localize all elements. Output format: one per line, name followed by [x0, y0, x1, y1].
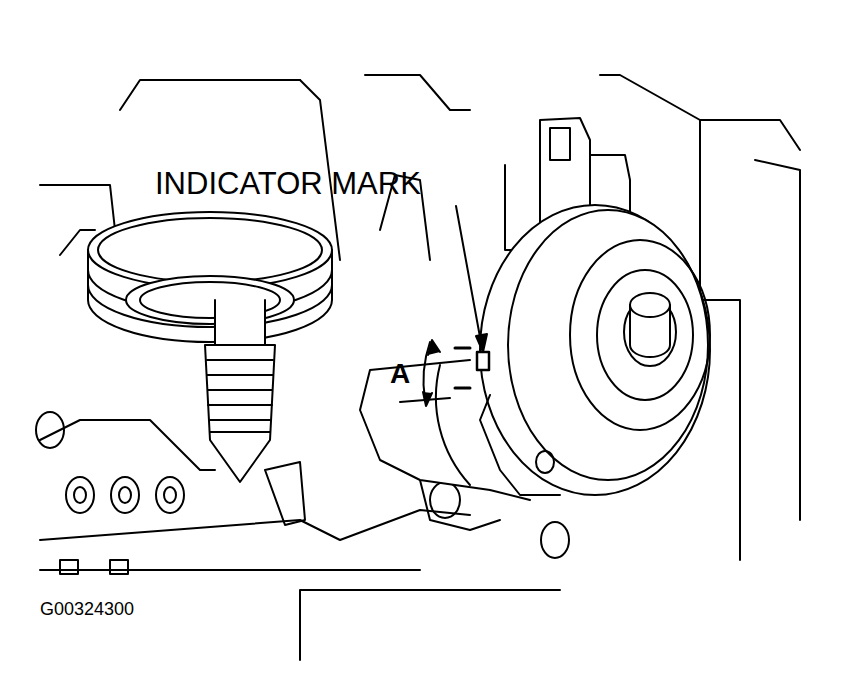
- bolt-hole: [66, 477, 94, 513]
- leader-line: [456, 206, 482, 348]
- bracket: [265, 462, 305, 525]
- crank-pulley: [88, 212, 332, 342]
- engine-outline: [40, 185, 115, 230]
- leader-arrowhead: [476, 334, 487, 352]
- engine-outline: [755, 160, 800, 520]
- engine-outline: [40, 510, 470, 540]
- engine-outline: [120, 80, 300, 110]
- engine-outline: [365, 75, 470, 110]
- bolt-hole: [164, 487, 176, 503]
- indicator-scale: [400, 340, 470, 406]
- engine-outline: [300, 590, 560, 660]
- bolt-hole: [119, 487, 131, 503]
- bolt-hole: [60, 560, 78, 574]
- bolt-hole: [110, 560, 128, 574]
- tapered-bolt: [205, 300, 275, 482]
- engine-outline: [40, 569, 420, 571]
- bolt-hole: [111, 477, 139, 513]
- bolt-hole: [74, 487, 86, 503]
- bolt-hole: [430, 482, 460, 518]
- bolt-hole: [541, 522, 569, 558]
- belt-tensioner: [477, 118, 710, 495]
- indicator-tab: [477, 352, 489, 370]
- bolt-hole: [156, 477, 184, 513]
- figure-id: G00324300: [40, 600, 134, 618]
- part-label: INDICATOR MARK: [155, 168, 421, 199]
- engine-outline: [40, 420, 215, 470]
- dimension-label: A: [390, 360, 410, 388]
- bolt-hole: [36, 412, 64, 448]
